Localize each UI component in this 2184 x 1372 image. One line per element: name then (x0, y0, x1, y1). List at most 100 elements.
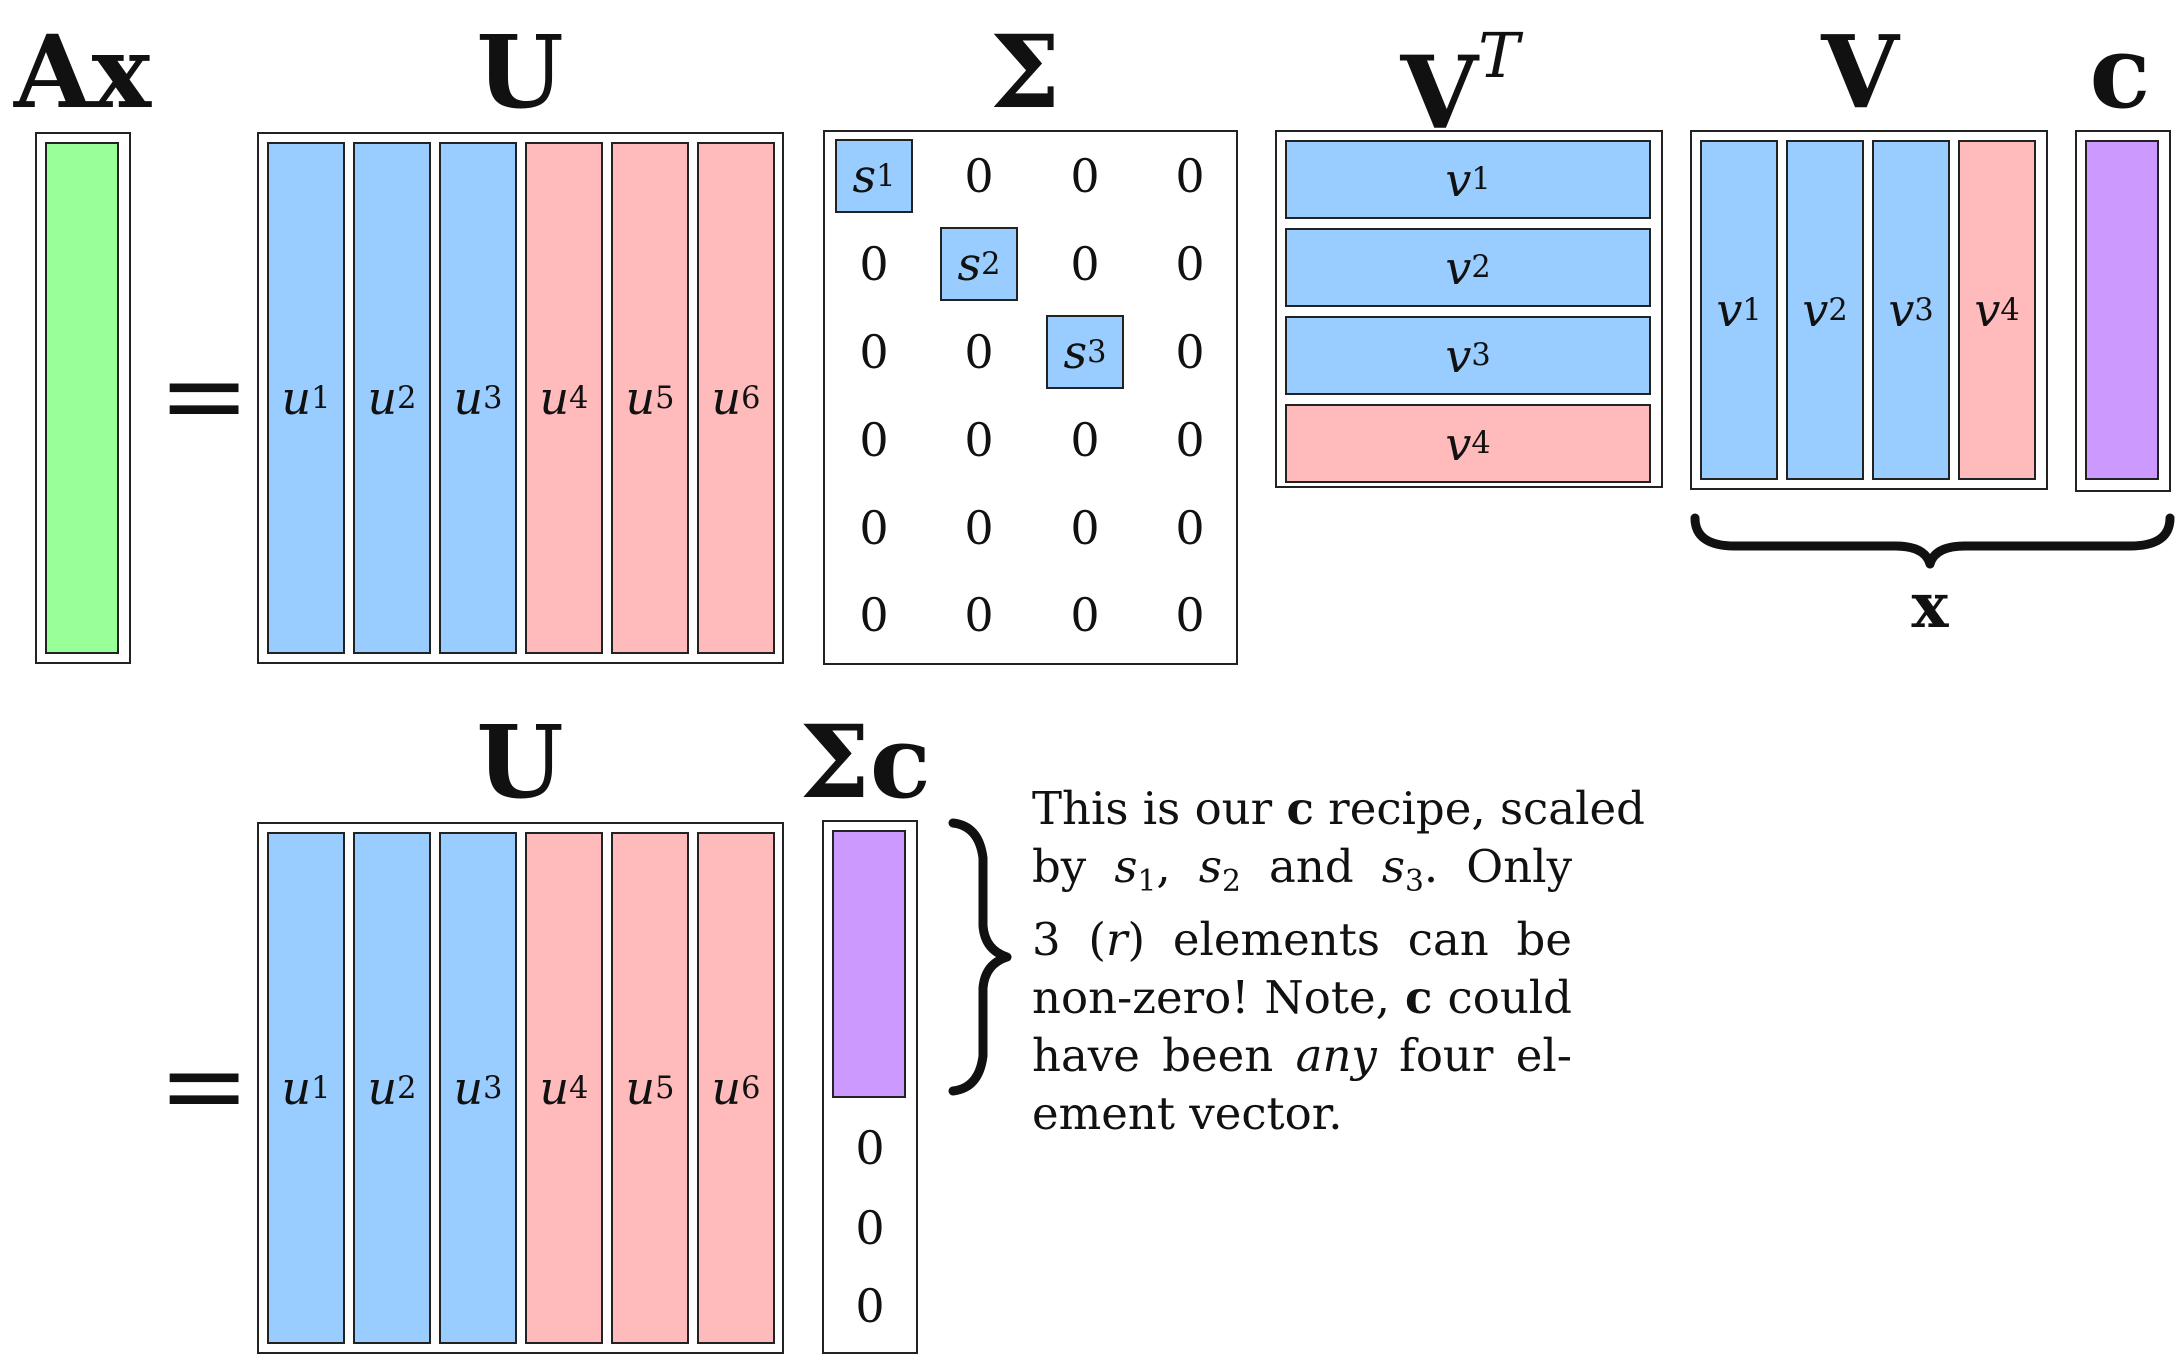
note-line-2: by s1, s2 and s3. Only (1032, 840, 1572, 899)
symbol-name: u (625, 1061, 656, 1115)
sigma-zero-entry: 0 (964, 501, 994, 555)
symbol-subscript: 6 (741, 380, 761, 416)
heading-sigma: Σ (989, 13, 1061, 131)
symbol-subscript: 1 (1742, 292, 1762, 328)
symbol-subscript: 3 (483, 1070, 503, 1106)
sigma-zero-entry: 0 (1070, 588, 1100, 642)
symbol-name: v (1445, 416, 1472, 471)
sigma-c-nonzero-block (832, 830, 906, 1098)
symbol-name: v (1888, 283, 1915, 337)
sigma-zero-entry: 0 (1175, 149, 1205, 203)
symbol-subscript: 3 (483, 380, 503, 416)
symbol-name: u (453, 1061, 484, 1115)
heading-sigma-c: Σc (799, 703, 931, 821)
sigma-zero-entry: 0 (859, 413, 889, 467)
symbol-name: s (957, 237, 982, 291)
symbol-subscript: 6 (741, 1070, 761, 1106)
note-line-1: This is our c recipe, scaled (1032, 782, 1645, 835)
heading-u-bottom: U (476, 703, 564, 821)
symbol-subscript: 4 (2000, 292, 2020, 328)
symbol-subscript: 1 (1471, 162, 1491, 197)
symbol-name: v (1802, 283, 1829, 337)
symbol-subscript: 5 (655, 1070, 675, 1106)
c-vector-frame (2075, 130, 2171, 492)
heading-vt-superscript: T (1478, 19, 1520, 92)
sigma-zero-entry: 0 (964, 588, 994, 642)
sigma-zero-entry: 0 (1175, 325, 1205, 379)
note-line-5: have been any four el- (1032, 1028, 1572, 1082)
symbol-subscript: 1 (876, 158, 896, 194)
sigma-zero-entry: 0 (1175, 237, 1205, 291)
symbol-subscript: 3 (1087, 334, 1107, 370)
symbol-name: u (367, 371, 398, 425)
sigma-zero-entry: 0 (1070, 149, 1100, 203)
sigma-c-zero-entry: 0 (855, 1279, 885, 1333)
symbol-name: u (539, 1061, 570, 1115)
symbol-subscript: 2 (397, 1070, 417, 1106)
symbol-subscript: 2 (1828, 292, 1848, 328)
symbol-subscript: 5 (655, 380, 675, 416)
heading-vt: VT (1330, 19, 1590, 142)
symbol-subscript: 4 (569, 380, 589, 416)
sigma-zero-entry: 0 (859, 588, 889, 642)
ax-vector (45, 142, 119, 654)
heading-x: x (1911, 569, 1949, 642)
sigma-zero-entry: 0 (1175, 588, 1205, 642)
note-brace (948, 818, 1012, 1096)
symbol-name: v (1716, 283, 1743, 337)
symbol-name: u (625, 371, 656, 425)
symbol-name: u (453, 371, 484, 425)
equals-sign-top: = (158, 331, 251, 459)
sigma-zero-entry: 0 (859, 237, 889, 291)
sigma-zero-entry: 0 (1175, 501, 1205, 555)
symbol-subscript: 1 (311, 380, 331, 416)
symbol-subscript: 4 (569, 1070, 589, 1106)
sigma-zero-entry: 0 (1175, 413, 1205, 467)
note-line-3: 3 (r) elements can be (1032, 912, 1572, 966)
symbol-name: u (539, 371, 570, 425)
symbol-name: u (281, 371, 312, 425)
symbol-name: v (1445, 328, 1472, 383)
sigma-zero-entry: 0 (1070, 501, 1100, 555)
x-brace (1690, 513, 2175, 569)
symbol-name: u (281, 1061, 312, 1115)
symbol-name: s (1063, 325, 1088, 379)
symbol-subscript: 1 (311, 1070, 331, 1106)
sigma-zero-entry: 0 (964, 149, 994, 203)
symbol-name: u (711, 1061, 742, 1115)
sigma-zero-entry: 0 (964, 413, 994, 467)
sigma-zero-entry: 0 (859, 501, 889, 555)
symbol-subscript: 2 (1471, 250, 1491, 285)
note-line-4: non-zero! Note, c could (1032, 970, 1572, 1024)
symbol-name: u (367, 1061, 398, 1115)
symbol-subscript: 4 (1471, 426, 1491, 461)
sigma-zero-entry: 0 (1070, 413, 1100, 467)
sigma-zero-entry: 0 (859, 325, 889, 379)
symbol-name: v (1445, 152, 1472, 207)
